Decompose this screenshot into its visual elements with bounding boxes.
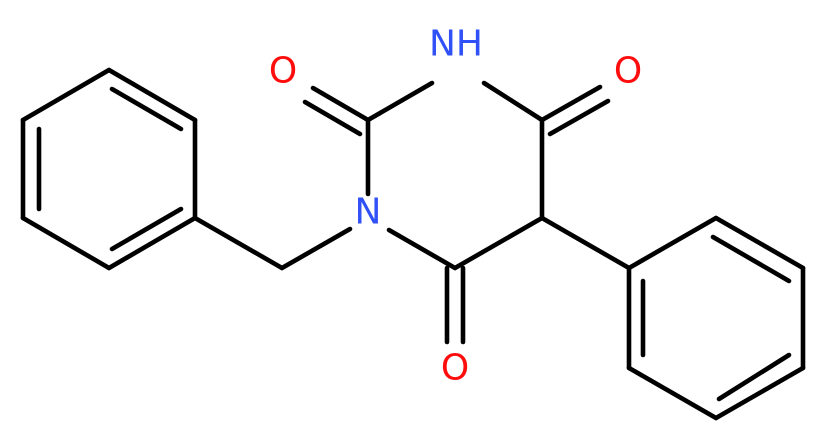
bond xyxy=(626,365,719,421)
bond xyxy=(386,227,458,271)
bond-carbonyl xyxy=(539,84,603,123)
bond xyxy=(452,215,545,271)
bond-double-inner xyxy=(109,206,184,252)
bond xyxy=(279,226,353,271)
bond xyxy=(20,67,112,123)
bond xyxy=(365,80,435,123)
bonds xyxy=(20,67,806,421)
bond xyxy=(481,80,545,123)
bond xyxy=(106,215,198,271)
bond xyxy=(713,365,806,421)
bond-double-inner xyxy=(109,86,184,132)
bond-carbonyl xyxy=(302,99,363,137)
bond xyxy=(539,215,632,271)
bond xyxy=(20,215,112,271)
oxygen-atom-label: O xyxy=(614,51,642,92)
bond-double-inner xyxy=(716,352,792,402)
bond xyxy=(192,215,285,271)
bond xyxy=(106,67,198,123)
nitrogen-h-atom-label: NH xyxy=(429,24,483,65)
bond-carbonyl xyxy=(310,85,371,123)
nitrogen-atom-label: N xyxy=(355,192,382,233)
bond-carbonyl xyxy=(547,98,611,137)
oxygen-atom-label: O xyxy=(441,348,469,389)
bond xyxy=(713,215,806,271)
bond-double-inner xyxy=(710,234,792,284)
bond xyxy=(626,215,719,271)
oxygen-atom-label: O xyxy=(269,51,297,92)
atom-labels: O NH O N O xyxy=(269,24,642,389)
